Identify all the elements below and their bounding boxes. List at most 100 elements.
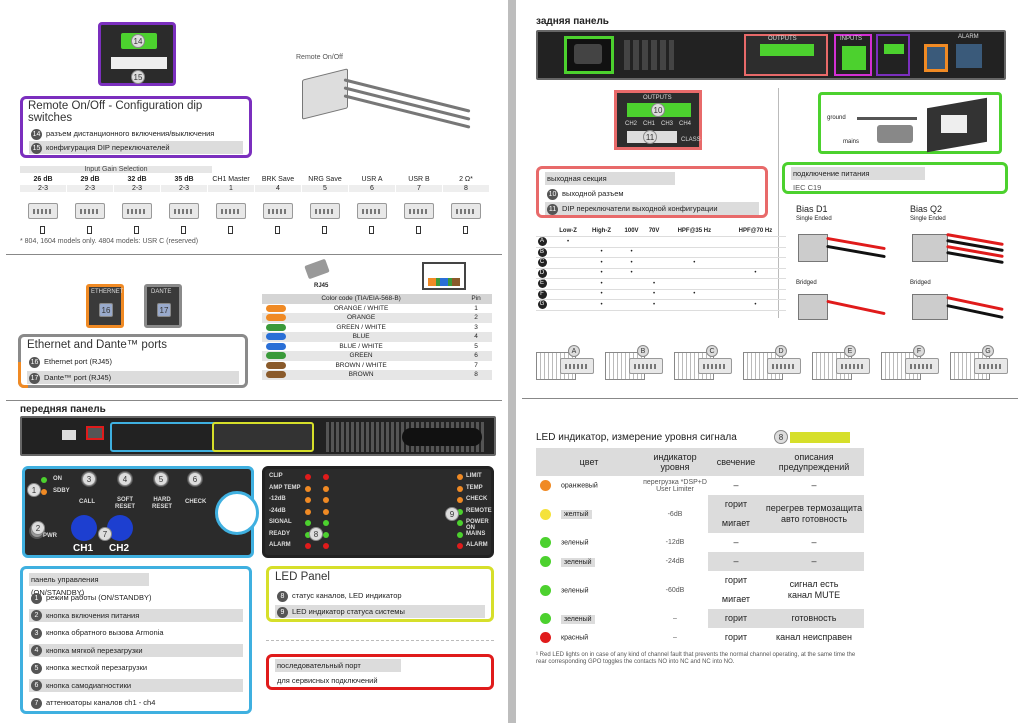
wire-color-name: BROWN	[348, 371, 374, 379]
gain-dip-state	[228, 226, 233, 234]
output-dot: •	[618, 268, 645, 279]
gain-header: Input Gain Selection	[20, 166, 212, 173]
status-led	[457, 531, 463, 538]
channel-led	[323, 520, 329, 526]
output-dot: •	[644, 289, 664, 300]
status-led	[457, 508, 463, 515]
wire-color-swatch	[266, 323, 286, 331]
output-empty	[644, 257, 664, 269]
gain-col-title: CH1 Master	[212, 176, 250, 183]
dip-switch	[698, 358, 732, 374]
gain-note: * 804, 1604 models only. 4804 models: US…	[20, 238, 199, 245]
ethernet-title: Ethernet and Dante™ ports	[27, 339, 167, 351]
callout-7: 7	[98, 527, 112, 541]
led-desc: сигнал есть канал MUTE	[787, 579, 841, 600]
rj45-jack-icon	[422, 262, 466, 290]
dip-letter: B	[637, 345, 649, 357]
right-page: задняя панель OUTPUTS INPUTS ALARM OUTPU…	[516, 0, 1024, 723]
dip-switch	[767, 358, 801, 374]
gain-col-sub: 7	[396, 185, 442, 192]
callout-14: 14	[131, 34, 145, 48]
gain-dip	[28, 203, 58, 219]
led-table-head: свечение	[708, 448, 764, 476]
output-empty	[644, 247, 664, 258]
channel-led	[305, 485, 311, 492]
gain-dip-state	[416, 226, 421, 234]
wire-pin: 6	[460, 351, 492, 361]
led-label-right: MAINS	[466, 530, 486, 537]
led-desc: –	[811, 537, 817, 547]
led-panel-title: LED Panel	[275, 571, 330, 583]
callout-5: 5	[154, 472, 168, 486]
output-empty	[618, 289, 645, 300]
output-empty	[552, 257, 585, 269]
front-panel-rack	[20, 416, 496, 456]
power-box: подключение питания IEC C19	[782, 162, 1008, 194]
dip-switch	[560, 358, 594, 374]
wire-color-swatch	[266, 314, 286, 321]
led-color-name: красный	[561, 634, 589, 642]
led-label-right: TEMP	[466, 484, 483, 491]
led-desc: –	[811, 480, 817, 490]
output-empty	[663, 268, 725, 279]
ch1-attenuator	[71, 515, 97, 541]
led-level: -6dB	[667, 510, 683, 518]
output-table-col: HPF@70 Hz	[724, 226, 786, 237]
output-row-letter: D	[537, 268, 547, 278]
output-table-row: F•••	[536, 289, 786, 300]
led-table-row: зеленый-24dB––	[536, 552, 864, 571]
gain-dip-state	[275, 226, 280, 234]
output-table-row: A•	[536, 236, 786, 248]
output-section-title: выходная секция	[545, 172, 675, 185]
wire-color-name: BLUE / WHITE	[339, 342, 383, 350]
led-color-name: зеленый	[561, 557, 595, 567]
output-empty	[552, 299, 585, 311]
led-color-dot	[540, 632, 551, 643]
gain-dip	[451, 203, 481, 219]
wire-color-swatch	[266, 371, 286, 378]
gain-col-title: 35 dB	[174, 176, 194, 183]
output-table-col: 100V	[618, 226, 645, 237]
output-empty	[584, 236, 619, 248]
rj45-label: RJ45	[314, 283, 329, 289]
callout-15: 15	[131, 70, 145, 84]
bias-d1-se: Single Ended	[796, 216, 832, 222]
output-empty	[618, 299, 645, 311]
output-dot: •	[584, 268, 619, 279]
gain-dip	[75, 203, 105, 219]
led-level: –	[673, 634, 677, 641]
led-table-head: индикатор уровня	[642, 448, 708, 476]
wire-color-name: BROWN / WHITE	[335, 361, 387, 369]
gain-col-title: 2 Ω*	[459, 176, 473, 183]
serial-item-2: для сервисных подключений	[277, 676, 378, 685]
led-label-right: CHECK	[466, 496, 488, 502]
led-color-dot	[540, 613, 551, 624]
serial-item-1: последовательный порт	[275, 659, 401, 672]
led-color-name: зеленый	[561, 614, 595, 624]
output-empty	[663, 299, 725, 311]
led-table-row: зеленый-12dB––	[536, 533, 864, 552]
led-label-right: POWER ON	[466, 519, 489, 531]
output-table-row: D•••	[536, 268, 786, 279]
led-desc: готовность	[764, 609, 864, 628]
led-glow: горит мигает	[708, 495, 764, 533]
bias-d1-se-connector	[798, 230, 888, 274]
dip-diagram	[812, 352, 852, 380]
output-table-col: HPF@35 Hz	[663, 226, 725, 237]
output-table-row: B••	[536, 247, 786, 258]
led-level: -60dB	[665, 586, 685, 594]
led-label-left: READY	[269, 530, 291, 537]
output-dot: •	[644, 299, 664, 311]
led-level: перегрузка *DSP+D User Limiter	[643, 478, 707, 493]
